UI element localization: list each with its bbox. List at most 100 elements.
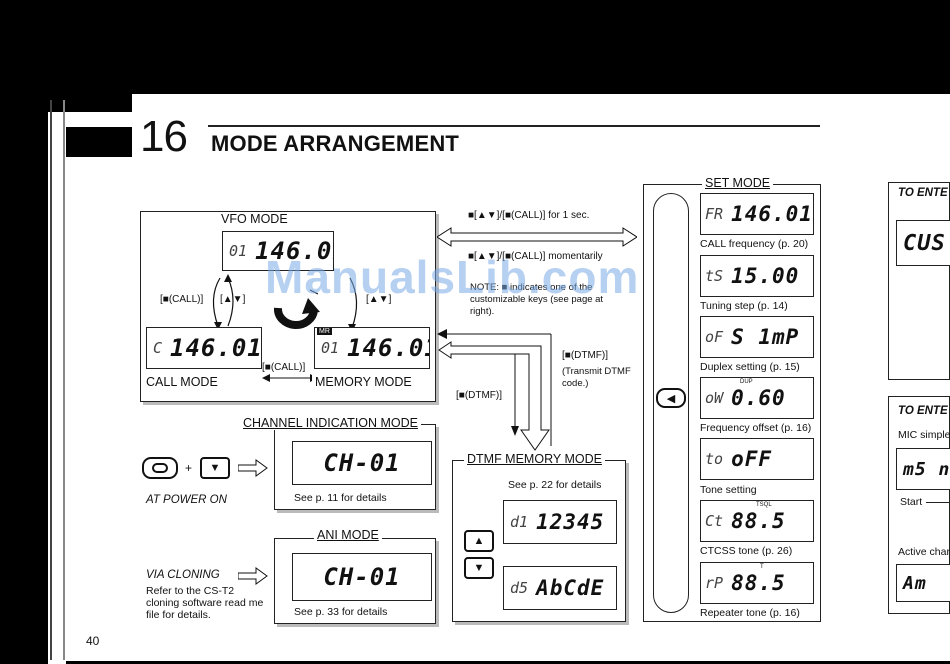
set-display: to oFF — [700, 438, 814, 480]
open-arrow-icon — [238, 459, 268, 477]
title-rule — [208, 125, 820, 127]
call-channel: C — [153, 339, 163, 357]
vfo-frequency: 146.01 — [255, 237, 333, 265]
set-mode-label: SET MODE — [702, 176, 774, 190]
set-value: 15.00 — [731, 264, 800, 288]
set-value: oFF — [731, 447, 772, 471]
right-page-panel — [888, 182, 950, 380]
vfo-display: 01 146.01 — [222, 231, 334, 271]
mode-cycle-arrows — [212, 274, 358, 332]
double-arrow-icon — [437, 227, 637, 247]
down-button[interactable]: ▼ — [200, 457, 230, 479]
watermark: ManualsLib.com — [265, 251, 640, 303]
start-line — [926, 502, 950, 503]
set-display: tS 15.00 — [700, 255, 814, 297]
page-number: 40 — [86, 634, 100, 648]
set-display: rP 88.5 — [700, 562, 814, 604]
set-caption: CALL frequency (p. 20) — [700, 238, 809, 250]
set-code: tS — [705, 267, 724, 285]
channel-value: CH-01 — [323, 449, 401, 477]
set-caption: CTCSS tone (p. 26) — [700, 545, 793, 557]
rotate-arrow-icon — [273, 298, 320, 330]
memory-call-key: [■(CALL)] — [262, 362, 306, 373]
channel-display: CH-01 — [292, 441, 432, 485]
customizable-key-note: NOTE: ■ indicates one of the customizabl… — [470, 282, 604, 317]
chapter-number: 16 — [140, 112, 188, 161]
set-display: oF S 1mP — [700, 316, 814, 358]
set-tag: TSQL — [756, 502, 772, 508]
down-button[interactable]: ▼ — [464, 557, 494, 579]
vfo-mode-label: VFO MODE — [218, 212, 291, 226]
set-code: to — [705, 450, 724, 468]
right-panel-display: m5 n — [896, 448, 950, 490]
set-mode-loop — [653, 193, 689, 613]
set-display: oW 0.60 — [700, 377, 814, 419]
dtmf-code-1: 12345 — [536, 510, 605, 534]
hold-instruction: ■[▲▼]/[■(CALL)] for 1 sec. — [468, 210, 590, 221]
chevron-up-icon: ▲ — [473, 535, 485, 547]
dtmf-arrows-icon — [437, 329, 552, 451]
set-caption: Duplex setting (p. 15) — [700, 361, 800, 373]
set-display: FR 146.01 — [700, 193, 814, 235]
right-panel-title: TO ENTE — [898, 187, 948, 199]
dtmf-see-text: See p. 22 for details — [508, 479, 602, 491]
memory-display: 01 146.01 — [314, 327, 430, 369]
right-panel-value: CUS — [903, 230, 946, 256]
set-value: 146.01 — [731, 202, 813, 226]
vfo-key-left: [■(CALL)] — [160, 294, 204, 305]
right-panel-start: Start — [900, 496, 923, 508]
set-caption: Frequency offset (p. 16) — [700, 422, 812, 434]
right-panel-subtitle: MIC simple — [898, 429, 950, 441]
call-display: C 146.01 — [146, 327, 262, 369]
set-code: oF — [705, 328, 724, 346]
dtmf-code-2: AbCdE — [536, 576, 605, 600]
page-top-band — [0, 0, 950, 94]
up-button[interactable]: ▲ — [464, 530, 494, 552]
power-button[interactable] — [142, 457, 178, 479]
vfo-key-right: [▲▼] — [366, 294, 392, 305]
call-memory-arrow — [262, 374, 318, 382]
call-mode-label: CALL MODE — [143, 375, 221, 389]
set-code: Ct — [705, 512, 724, 530]
set-caption: Tone setting — [700, 484, 757, 496]
chapter-title: MODE ARRANGEMENT — [211, 131, 460, 156]
chapter-marker — [66, 127, 132, 157]
page-bottom-line — [66, 661, 950, 664]
ani-display: CH-01 — [292, 553, 432, 601]
ani-value: CH-01 — [323, 563, 401, 591]
memory-channel: 01 — [321, 339, 340, 357]
set-value: 88.5 — [731, 571, 786, 595]
chevron-down-icon: ▼ — [473, 562, 485, 574]
cloning-note: Refer to the CS-T2 cloning software read… — [146, 585, 264, 621]
plus-sign: + — [185, 461, 193, 475]
vfo-channel: 01 — [229, 242, 248, 260]
memory-frequency: 146.01 — [347, 334, 429, 362]
ani-mode-label: ANI MODE — [314, 528, 382, 542]
binding-line — [63, 100, 65, 660]
open-arrow-icon — [238, 567, 268, 585]
dtmf-memory-label: DTMF MEMORY MODE — [464, 452, 605, 466]
power-on-text: AT POWER ON — [146, 494, 227, 506]
channel-caption: See p. 11 for details — [294, 492, 387, 504]
left-arrow-icon: ◀ — [666, 392, 676, 405]
dtmf-display-1: d1 12345 — [503, 500, 617, 544]
call-frequency: 146.01 — [170, 334, 262, 362]
channel-indication-label: CHANNEL INDICATION MODE — [240, 416, 422, 430]
set-button[interactable]: ◀ — [656, 388, 686, 408]
momentary-instruction: ■[▲▼]/[■(CALL)] momentarily — [468, 251, 603, 262]
page-left-edge — [0, 112, 48, 664]
set-code: rP — [705, 574, 724, 592]
memory-badge: MR — [317, 328, 332, 335]
ani-caption: See p. 33 for details — [294, 606, 388, 618]
right-panel-active: Active char — [898, 546, 950, 558]
dtmf-display-2: d5 AbCdE — [503, 566, 617, 610]
set-value: S 1mP — [731, 325, 800, 349]
binding-line — [50, 100, 52, 660]
right-panel-display: CUS — [896, 220, 950, 266]
dtmf-transmit-note: (Transmit DTMF code.) — [562, 366, 631, 389]
set-display: Ct 88.5 — [700, 500, 814, 542]
set-value: 88.5 — [731, 509, 786, 533]
set-caption: Repeater tone (p. 16) — [700, 607, 800, 619]
right-panel-title: TO ENTE — [898, 405, 948, 417]
chevron-down-icon: ▼ — [209, 462, 221, 474]
